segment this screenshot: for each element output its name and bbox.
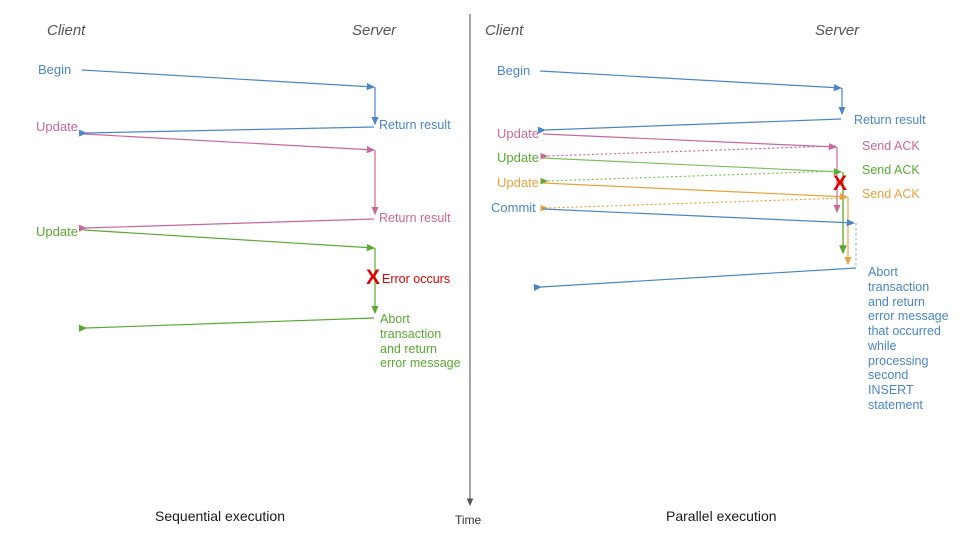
par-error-x-icon: X bbox=[833, 172, 848, 195]
seq-error-x-icon: X bbox=[366, 266, 381, 289]
par-header-client: Client bbox=[485, 22, 524, 39]
seq-label-return-2: Return result bbox=[379, 211, 451, 225]
arrow-par-abort bbox=[533, 267, 857, 292]
par-label-ack-2: Send ACK bbox=[862, 163, 920, 177]
seq-label-return-1: Return result bbox=[379, 118, 451, 132]
seq-label-error: Error occurs bbox=[382, 272, 451, 286]
seq-label-begin: Begin bbox=[38, 62, 72, 77]
arrow-seq-return-1 bbox=[78, 126, 375, 137]
par-label-update-1: Update bbox=[497, 126, 539, 141]
par-label-update-3: Update bbox=[497, 175, 539, 190]
seq-header-client: Client bbox=[47, 22, 86, 39]
arrow-par-commit bbox=[542, 208, 856, 227]
arrow-par-update-2 bbox=[542, 157, 843, 176]
seq-label-update-2: Update bbox=[36, 224, 78, 239]
par-label-begin: Begin bbox=[497, 63, 531, 78]
seq-label-abort: Abort transaction and return error messa… bbox=[380, 312, 461, 371]
arrow-par-update-3 bbox=[542, 182, 849, 201]
arrow-seq-abort bbox=[78, 317, 375, 332]
seq-header-server: Server bbox=[352, 22, 397, 39]
arrow-par-return bbox=[537, 118, 842, 134]
par-caption: Parallel execution bbox=[666, 508, 777, 524]
par-label-return: Return result bbox=[854, 113, 926, 127]
par-label-commit: Commit bbox=[491, 200, 536, 215]
seq-label-update-1: Update bbox=[36, 119, 78, 134]
par-header-server: Server bbox=[815, 22, 860, 39]
arrow-par-ack-2 bbox=[540, 170, 841, 185]
panel-parallel-arrows bbox=[533, 70, 857, 292]
arrow-par-update-1 bbox=[542, 133, 838, 151]
arrow-seq-update-1 bbox=[83, 133, 376, 154]
par-label-ack-1: Send ACK bbox=[862, 139, 920, 153]
arrow-par-ack-3 bbox=[540, 197, 847, 212]
par-label-update-2: Update bbox=[497, 150, 539, 165]
arrow-par-begin bbox=[539, 70, 843, 92]
arrow-seq-return-2 bbox=[78, 218, 375, 232]
seq-caption: Sequential execution bbox=[155, 508, 285, 524]
panel-sequential-arrows bbox=[78, 69, 379, 332]
arrow-seq-update-2 bbox=[83, 229, 376, 252]
par-label-ack-3: Send ACK bbox=[862, 187, 920, 201]
arrow-seq-begin bbox=[81, 69, 376, 91]
time-axis-label: Time bbox=[455, 513, 482, 527]
arrow-par-ack-1 bbox=[540, 145, 837, 160]
par-label-abort: Abort transaction and return error messa… bbox=[868, 265, 949, 412]
